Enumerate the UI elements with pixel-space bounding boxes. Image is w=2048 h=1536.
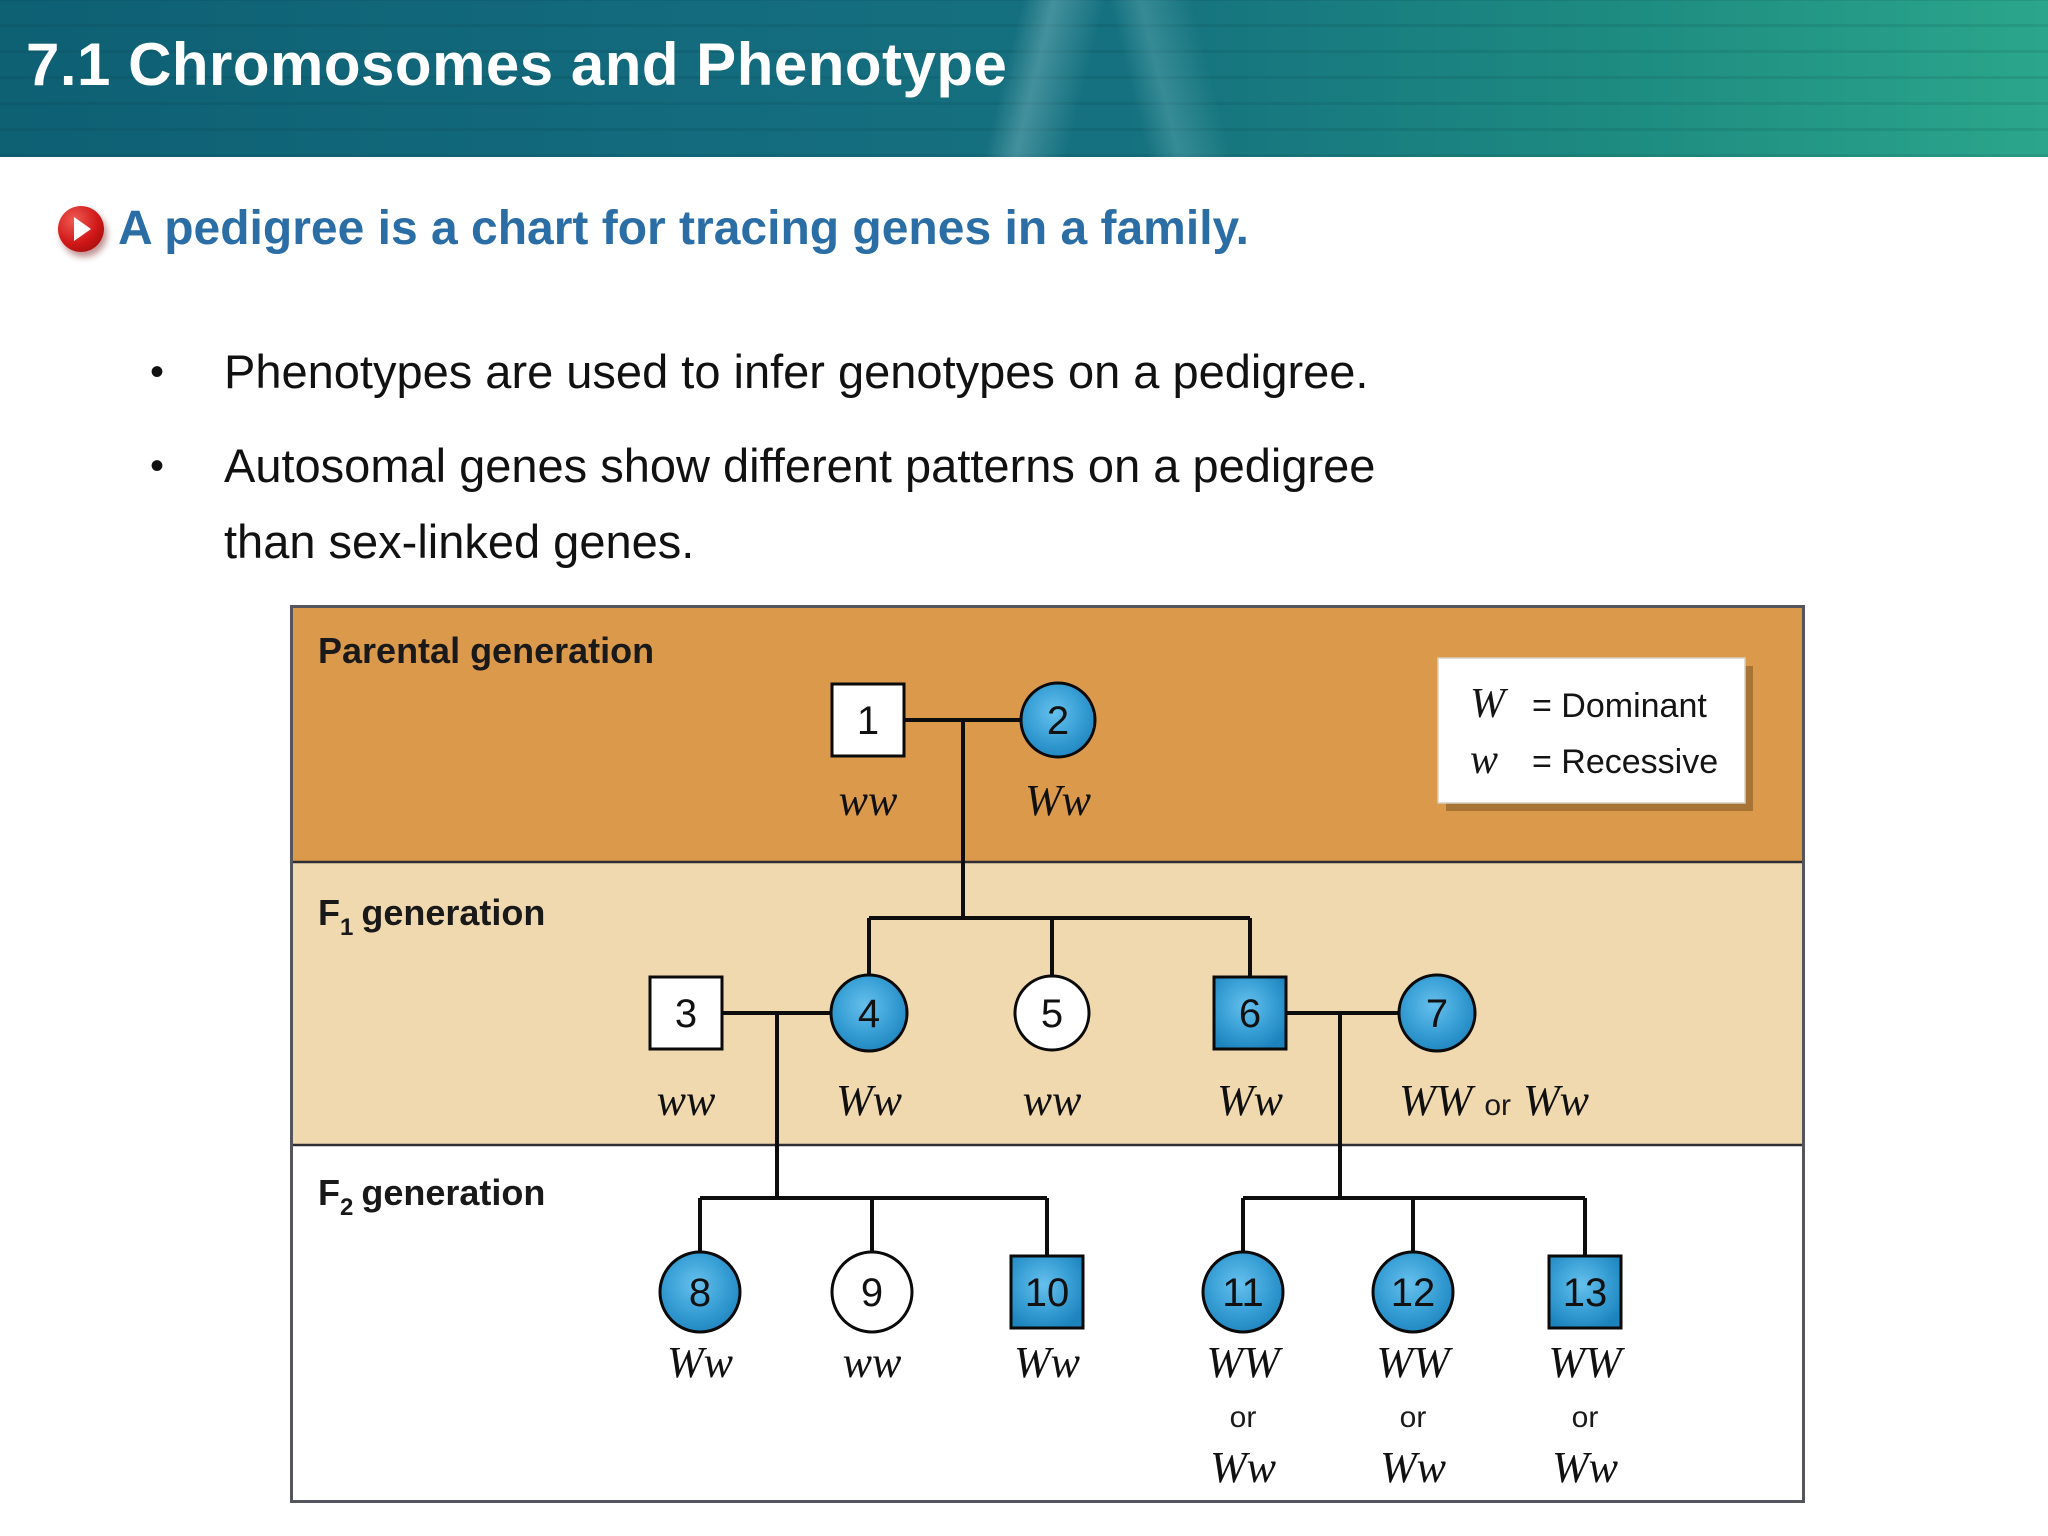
member-9-number: 9 [861,1271,883,1315]
member-8-genotype: Ww [667,1338,734,1387]
member-2-shape [1019,681,1097,759]
section-heading: A pedigree is a chart for tracing genes … [118,202,1249,255]
slide-header: 7.1 Chromosomes and Phenotype [0,0,2048,157]
pedigree-connectors [698,718,1587,1256]
member-11-number: 11 [1222,1271,1264,1315]
member-1-shape [830,682,906,758]
member-12-shape [1371,1250,1455,1334]
section-heading-row: A pedigree is a chart for tracing genes … [58,198,1249,260]
member-13-number: 13 [1563,1271,1608,1315]
member-4-number: 4 [858,992,880,1036]
member-6-number: 6 [1239,992,1261,1036]
member-4-shape [829,973,909,1053]
member-1-genotype: ww [839,776,898,825]
figure-border [290,605,1805,1503]
bullet-dot: • [150,444,165,488]
bullet-text: Phenotypes are used to infer genotypes o… [224,345,1369,398]
member-11-genotype: WW [1206,1338,1283,1387]
member-1-number: 1 [857,699,879,743]
member-8-shape [658,1250,742,1334]
bullet-text: Autosomal genes show different patterns … [224,439,1376,492]
list-item: • Autosomal genes show different pattern… [150,428,1830,580]
legend-dominant: W= Dominant [1470,681,1707,727]
member-3-number: 3 [675,992,697,1036]
member-9-shape [830,1250,914,1334]
member-11-genotype-alt: Ww [1210,1443,1277,1492]
legend-recessive: w= Recessive [1470,737,1718,783]
member-10-number: 10 [1025,1271,1070,1315]
bullet-text: than sex-linked genes. [224,515,695,568]
member-5-shape [1013,974,1091,1052]
member-10-shape [1009,1254,1085,1330]
member-6-genotype: Ww [1217,1076,1284,1125]
member-13-genotype: WW [1548,1338,1625,1387]
member-11-genotype-or: or [1230,1401,1257,1434]
parental-generation-label: Parental generation [318,630,654,671]
member-12-genotype: WW [1376,1338,1453,1387]
member-12-number: 12 [1391,1271,1436,1315]
member-4-genotype: Ww [836,1076,903,1125]
member-10-genotype: Ww [1014,1338,1081,1387]
member-9-genotype: ww [843,1338,902,1387]
member-12-genotype-alt: Ww [1380,1443,1447,1492]
member-6-shape [1212,975,1288,1051]
member-13-genotype-or: or [1572,1401,1599,1434]
play-bullet-icon [58,206,104,252]
member-7-shape [1397,973,1477,1053]
list-item: • Phenotypes are used to infer genotypes… [150,334,1830,410]
member-8-number: 8 [689,1271,711,1315]
bullet-list: • Phenotypes are used to infer genotypes… [150,334,1830,598]
member-13-shape [1547,1254,1623,1330]
member-12-genotype-or: or [1400,1401,1427,1434]
member-7-number: 7 [1426,992,1448,1036]
member-3-genotype: ww [657,1076,716,1125]
member-2-number: 2 [1047,699,1069,743]
member-2-genotype: Ww [1025,776,1092,825]
bullet-dot: • [150,350,165,394]
member-3-shape [648,975,724,1051]
legend-box [1437,657,1746,804]
page-title: 7.1 Chromosomes and Phenotype [26,31,1008,98]
member-5-number: 5 [1041,992,1063,1036]
member-5-genotype: ww [1023,1076,1082,1125]
member-13-genotype-alt: Ww [1552,1443,1619,1492]
member-11-shape [1201,1250,1285,1334]
